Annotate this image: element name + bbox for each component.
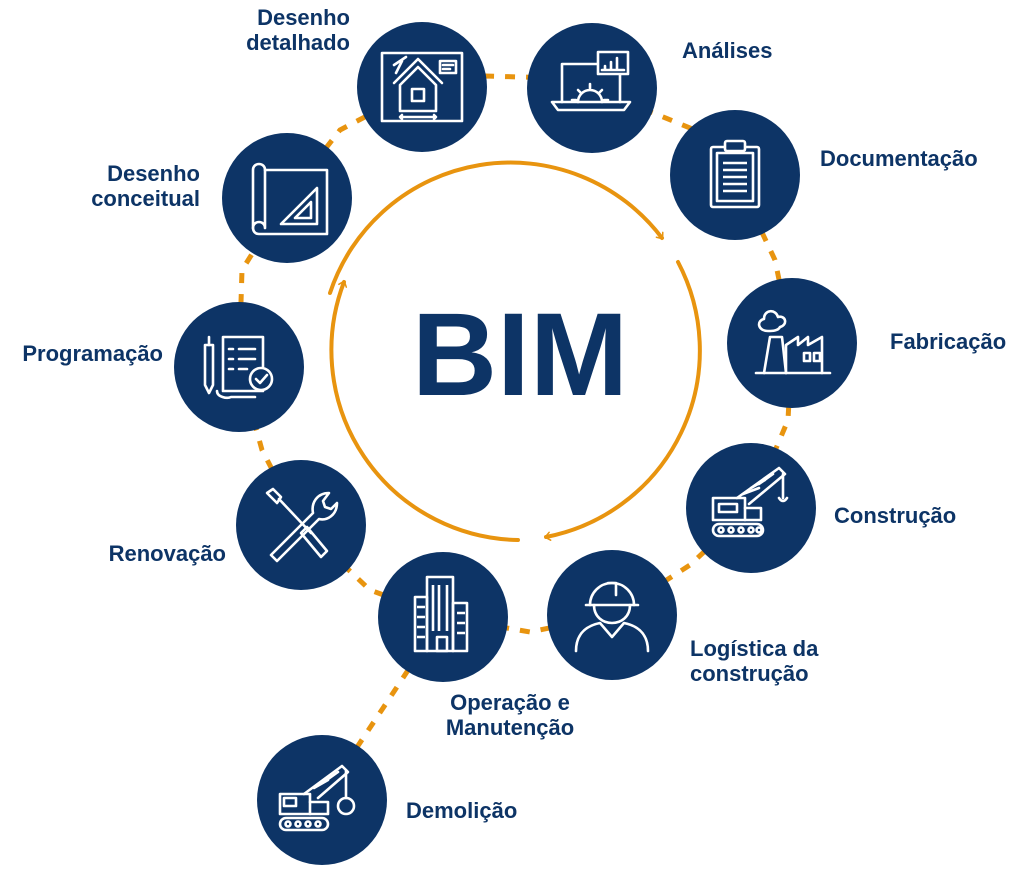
laptop-gear-chart-icon <box>527 23 657 153</box>
factory-icon <box>727 278 857 408</box>
label-line: Renovação <box>108 541 226 566</box>
crawler-crane-icon <box>686 443 816 573</box>
label-line: Análises <box>682 38 773 63</box>
label-line: Demolição <box>406 798 518 823</box>
label-operacao-e-manutencao: Operação e Manutenção <box>420 690 600 740</box>
label-desenho-detalhado: Desenho detalhado <box>190 5 350 55</box>
cycle-arrows <box>328 160 702 542</box>
checklist-pen-icon <box>174 302 304 432</box>
blueprint-triangle-icon <box>222 133 352 263</box>
label-analises: Análises <box>682 38 773 63</box>
label-line: detalhado <box>246 30 350 55</box>
label-documentacao: Documentação <box>820 146 978 171</box>
label-line: Operação e <box>450 690 570 715</box>
label-line: Construção <box>834 503 957 528</box>
house-blueprint-icon <box>357 22 487 152</box>
label-renovacao: Renovação <box>40 541 226 566</box>
wrench-screwdriver-icon <box>236 460 366 590</box>
label-fabricacao: Fabricação <box>890 329 1006 354</box>
label-programacao: Programação <box>0 341 163 366</box>
label-logistica-da-construcao: Logística da construção <box>690 636 818 686</box>
label-line: construção <box>690 661 809 686</box>
label-construcao: Construção <box>834 503 956 528</box>
label-line: Desenho <box>107 161 200 186</box>
label-line: Programação <box>22 341 163 366</box>
cycle-arrow-top <box>328 160 664 295</box>
label-demolicao: Demolição <box>406 798 517 823</box>
cycle-arrow-left <box>329 280 520 542</box>
clipboard-icon <box>670 110 800 240</box>
label-line: Logística da <box>690 636 819 661</box>
label-line: Desenho <box>257 5 350 30</box>
wrecking-ball-crane-icon <box>257 735 387 865</box>
label-line: Manutenção <box>445 715 575 740</box>
worker-hard-hat-icon <box>547 550 677 680</box>
label-line: Fabricação <box>890 329 1007 354</box>
office-building-icon <box>378 552 508 682</box>
label-line: conceitual <box>91 186 200 211</box>
bim-center-title: BIM <box>411 289 629 421</box>
label-desenho-conceitual: Desenho conceitual <box>40 161 200 211</box>
label-line: Documentação <box>820 146 978 171</box>
cycle-arrow-right <box>544 260 702 541</box>
